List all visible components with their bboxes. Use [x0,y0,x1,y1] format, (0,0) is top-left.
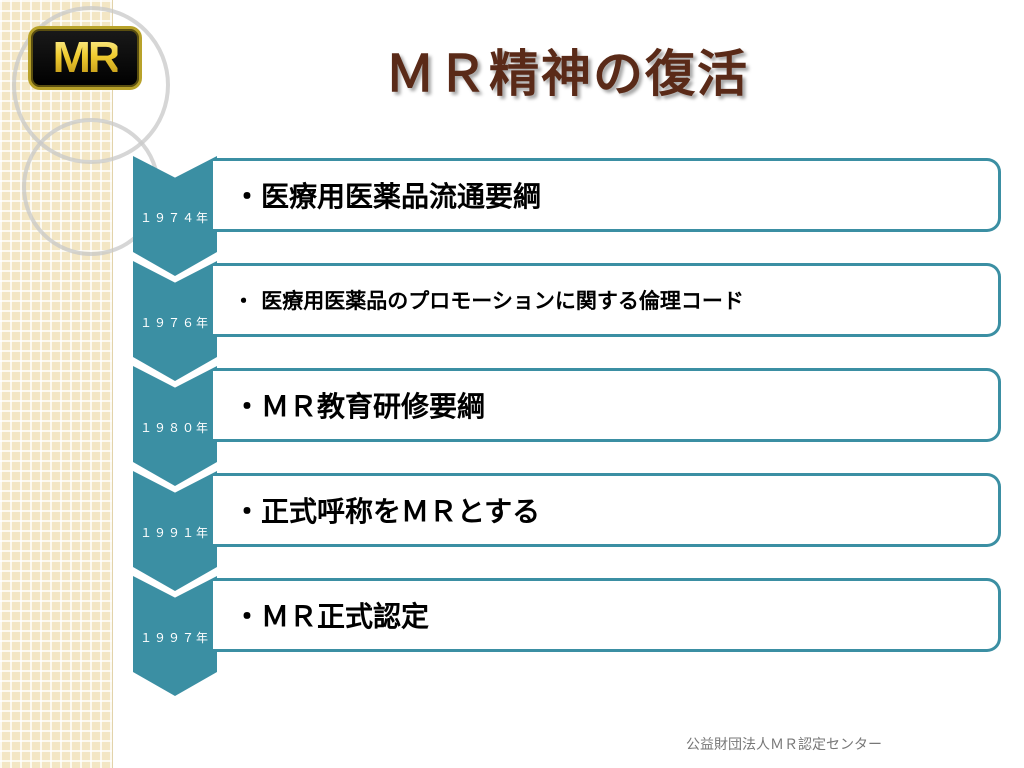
timeline-box: ・ＭＲ正式認定 [213,578,1001,652]
page-title: ＭＲ精神の復活 [385,45,749,103]
timeline-year: １９７６年 [139,316,210,330]
timeline-year: １９９７年 [139,631,210,645]
timeline-box: ・ 医療用医薬品のプロモーションに関する倫理コード [213,263,1001,337]
timeline-item-text: ・ＭＲ教育研修要綱 [233,390,486,423]
logo-text: MR [52,33,121,82]
timeline-year: １９７４年 [139,211,210,225]
timeline-box: ・ＭＲ教育研修要綱 [213,368,1001,442]
footer-organization: 公益財団法人ＭＲ認定センター [686,737,882,753]
timeline-year: １９９１年 [139,526,210,540]
timeline-item-text: ・正式呼称をＭＲとする [233,495,541,528]
timeline-year: １９８０年 [139,421,210,435]
timeline-box: ・医療用医薬品流通要綱 [213,158,1001,232]
timeline-item-text: ・ 医療用医薬品のプロモーションに関する倫理コード [233,289,744,313]
mr-logo: MR [28,26,142,90]
timeline-item-text: ・医療用医薬品流通要綱 [233,180,542,213]
timeline-item-text: ・ＭＲ正式認定 [233,600,430,633]
timeline-box: ・正式呼称をＭＲとする [213,473,1001,547]
